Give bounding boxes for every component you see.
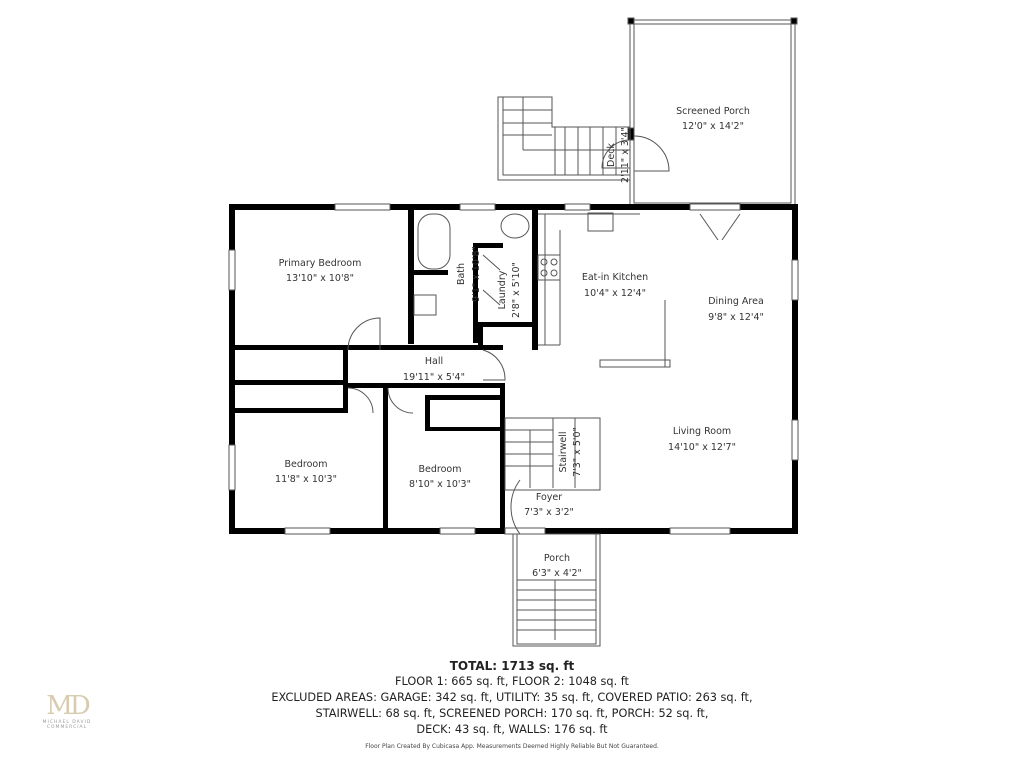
total-area: TOTAL: 1713 sq. ft — [449, 659, 575, 673]
excluded-areas-3: DECK: 43 sq. ft, WALLS: 176 sq. ft — [416, 723, 608, 736]
logo-line-1: MICHAEL DAVID — [42, 720, 92, 725]
room-name-hall: Hall — [425, 356, 443, 367]
room-name-bedroom-2: Bedroom — [419, 464, 462, 475]
room-name-porch: Porch — [544, 553, 570, 564]
deck-stairs — [497, 96, 631, 181]
room-size-deck: 2'11" x 3'4" — [620, 127, 631, 183]
room-size-living: 14'10" x 12'7" — [668, 442, 736, 453]
logo-line-2: COMMERCIAL — [46, 725, 88, 730]
room-size-kitchen: 10'4" x 12'4" — [584, 288, 646, 299]
room-size-screened-porch: 12'0" x 14'2" — [682, 121, 744, 132]
room-name-kitchen: Eat-in Kitchen — [582, 272, 648, 283]
room-name-bath: Bath — [456, 263, 467, 285]
floor-areas: FLOOR 1: 665 sq. ft, FLOOR 2: 1048 sq. f… — [395, 675, 629, 688]
room-name-screened-porch: Screened Porch — [676, 106, 750, 117]
room-name-laundry: Laundry — [497, 270, 508, 309]
room-name-deck: Deck — [606, 143, 617, 167]
room-size-bedroom-1: 11'8" x 10'3" — [275, 474, 337, 485]
room-size-laundry: 2'8" x 5'10" — [511, 262, 522, 318]
room-size-bath: 9'1" x 10'8" — [471, 246, 482, 302]
disclaimer: Floor Plan Created By Cubicasa App. Meas… — [365, 743, 659, 750]
excluded-areas-1: EXCLUDED AREAS: GARAGE: 342 sq. ft, UTIL… — [271, 691, 753, 704]
room-size-stairwell: 7'3" x 5'0" — [572, 427, 583, 477]
room-size-primary-bedroom: 13'10" x 10'8" — [286, 273, 354, 284]
room-name-dining: Dining Area — [708, 296, 764, 307]
excluded-areas-2: STAIRWELL: 68 sq. ft, SCREENED PORCH: 17… — [315, 707, 709, 720]
room-name-primary-bedroom: Primary Bedroom — [279, 258, 362, 269]
room-name-foyer: Foyer — [536, 492, 562, 503]
floor-plan: Screened Porch 12'0" x 14'2" Deck 2'11" … — [228, 17, 799, 647]
room-size-bedroom-2: 8'10" x 10'3" — [409, 479, 471, 490]
room-size-porch: 6'3" x 4'2" — [532, 568, 582, 579]
porch-stairs — [512, 533, 601, 647]
interior-stairs — [504, 417, 601, 491]
room-size-dining: 9'8" x 12'4" — [708, 312, 764, 323]
room-size-foyer: 7'3" x 3'2" — [524, 507, 574, 518]
windows — [228, 203, 799, 535]
room-name-stairwell: Stairwell — [558, 431, 569, 472]
logo: MD MICHAEL DAVID COMMERCIAL — [34, 692, 100, 730]
fixtures — [347, 212, 741, 535]
room-name-living: Living Room — [673, 426, 731, 437]
room-size-hall: 19'11" x 5'4" — [403, 372, 465, 383]
room-labels: Screened Porch 12'0" x 14'2" Deck 2'11" … — [275, 106, 764, 579]
logo-mark: MD — [46, 691, 90, 721]
room-name-bedroom-1: Bedroom — [285, 459, 328, 470]
